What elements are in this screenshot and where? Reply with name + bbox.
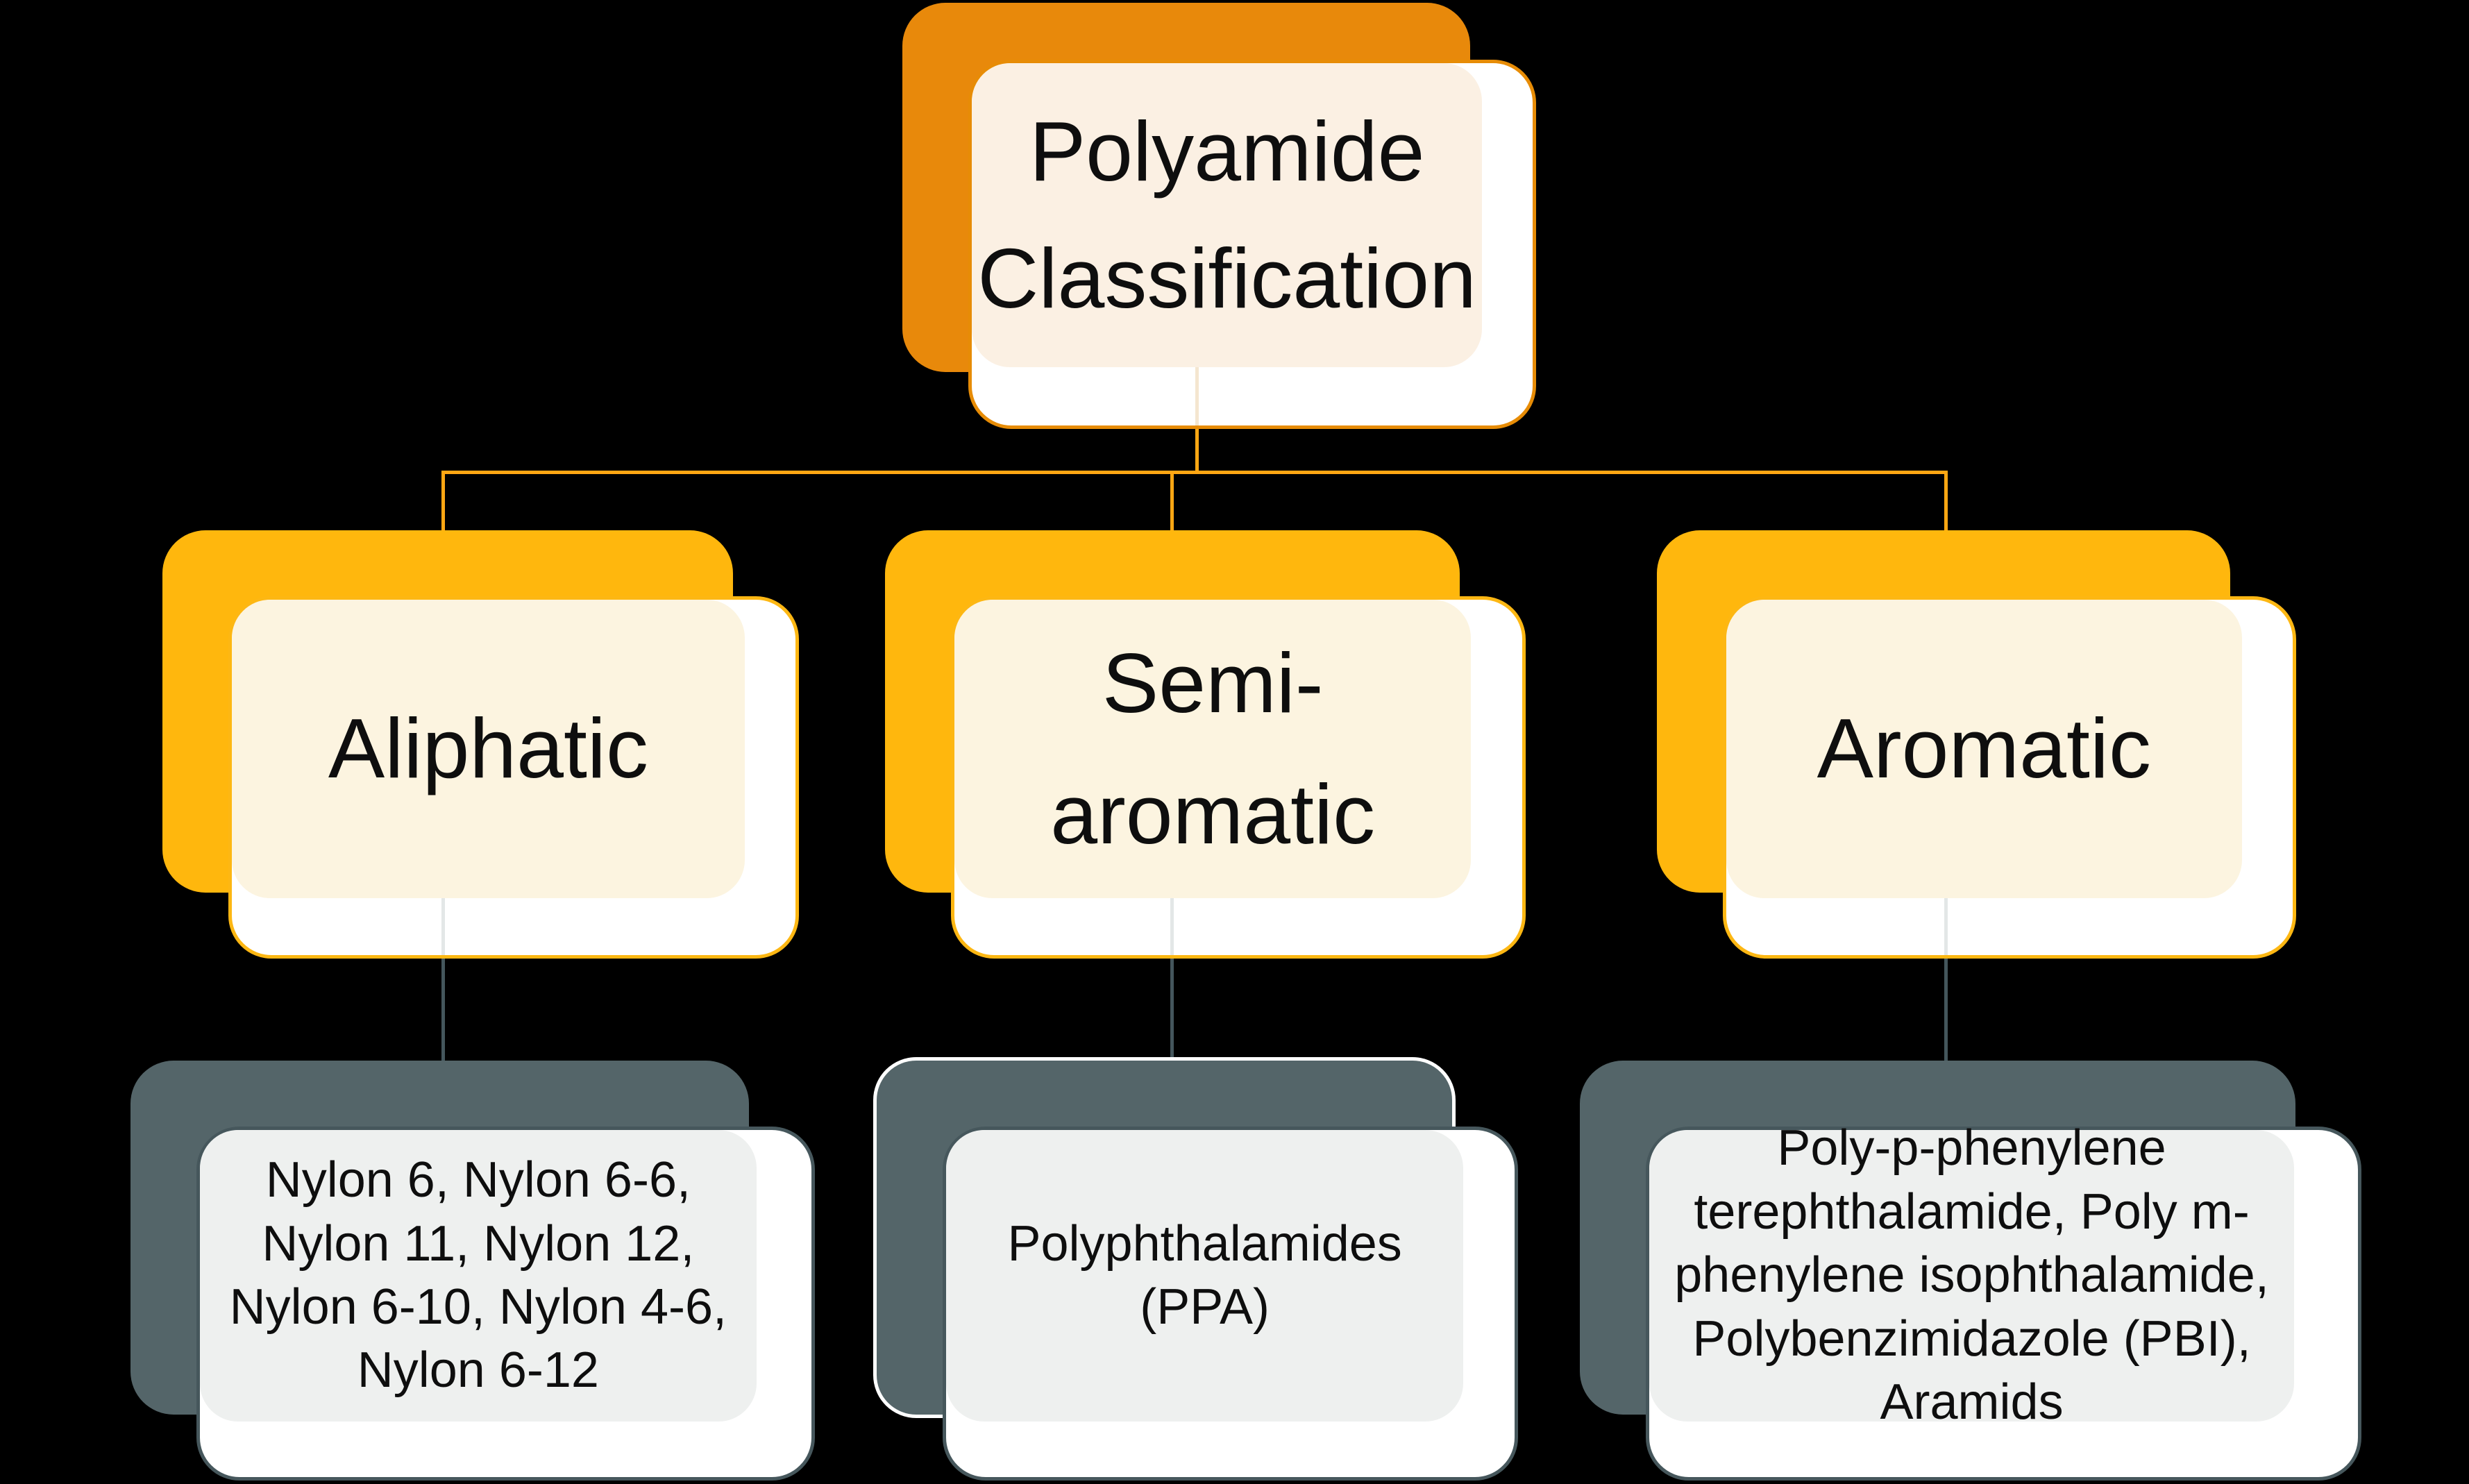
node-aromatic: Aromatic — [1657, 530, 2296, 959]
node-aromatic-panel — [1726, 600, 2242, 899]
connector-drop-semi-aromatic — [1170, 471, 1174, 533]
node-aliphatic-examples-panel — [200, 1130, 757, 1422]
node-aromatic-examples-panel — [1649, 1130, 2295, 1422]
node-aliphatic-examples: Nylon 6, Nylon 6-6, Nylon 11, Nylon 12, … — [130, 1061, 815, 1481]
node-aliphatic-panel — [232, 600, 745, 899]
connector-horizontal-bus — [441, 471, 1948, 474]
connector-drop-aliphatic — [441, 471, 445, 533]
node-root: Polyamide Classification — [902, 3, 1536, 429]
node-semi-aromatic: Semi- aromatic — [885, 530, 1526, 959]
node-aromatic-label: Aromatic — [1817, 701, 2151, 796]
connector-aliphatic-examples — [441, 957, 445, 1063]
node-aromatic-connector-stub — [1944, 898, 1948, 955]
connector-semi-aromatic-examples — [1170, 957, 1174, 1063]
node-semi-aromatic-examples-card: Polyphthalamides (PPA) — [943, 1127, 1518, 1481]
node-root-panel — [972, 63, 1483, 368]
node-aliphatic-card: Aliphatic — [228, 596, 799, 959]
node-aromatic-examples: Poly-p-phenylene terephthalamide, Poly m… — [1580, 1061, 2361, 1481]
node-semi-aromatic-examples: Polyphthalamides (PPA) — [873, 1057, 1518, 1481]
node-aromatic-card: Aromatic — [1723, 596, 2296, 959]
node-semi-aromatic-examples-panel — [946, 1130, 1464, 1422]
connector-aromatic-examples — [1944, 957, 1948, 1063]
node-aliphatic: Aliphatic — [162, 530, 799, 959]
node-root-card: Polyamide Classification — [968, 60, 1536, 429]
node-semi-aromatic-label: Semi- aromatic — [1050, 635, 1376, 862]
node-aliphatic-examples-card: Nylon 6, Nylon 6-6, Nylon 11, Nylon 12, … — [196, 1127, 815, 1481]
node-root-label: Polyamide Classification — [977, 104, 1476, 326]
node-root-connector-stub — [1195, 367, 1199, 425]
node-semi-aromatic-panel — [954, 600, 1472, 899]
connector-drop-aromatic — [1944, 471, 1948, 533]
node-aliphatic-connector-stub — [441, 898, 445, 955]
node-aromatic-examples-label: Poly-p-phenylene terephthalamide, Poly m… — [1674, 1120, 2269, 1431]
node-aromatic-examples-card: Poly-p-phenylene terephthalamide, Poly m… — [1646, 1120, 2361, 1481]
node-semi-aromatic-examples-label: Polyphthalamides (PPA) — [1007, 1215, 1402, 1335]
node-semi-aromatic-card: Semi- aromatic — [951, 596, 1526, 959]
node-aliphatic-label: Aliphatic — [328, 701, 649, 796]
connector-root-stem — [1195, 426, 1199, 473]
node-semi-aromatic-connector-stub — [1170, 898, 1174, 955]
node-aliphatic-examples-label: Nylon 6, Nylon 6-6, Nylon 11, Nylon 12, … — [229, 1152, 727, 1399]
